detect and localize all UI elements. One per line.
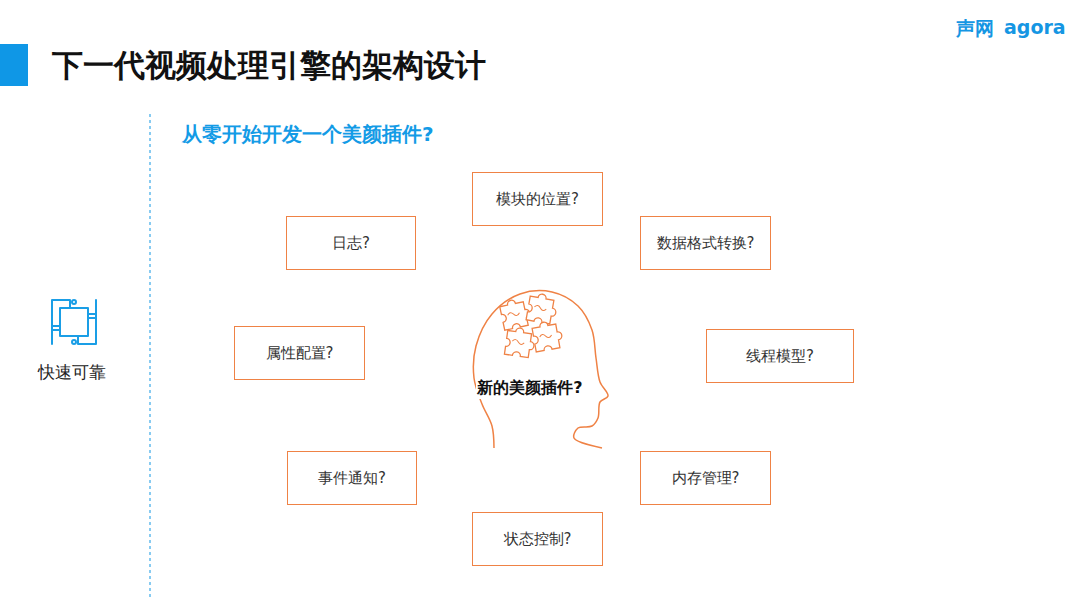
question-box: 数据格式转换?	[640, 216, 771, 270]
question-box: 事件通知?	[287, 451, 417, 505]
question-box: 内存管理?	[640, 451, 771, 505]
icon-caption: 快速可靠	[38, 361, 106, 384]
puzzle-pieces	[499, 292, 564, 358]
box-label: 日志?	[324, 234, 378, 253]
head-illustration: 新的美颜插件?	[462, 286, 612, 452]
logo-text: agora	[1004, 16, 1066, 38]
box-label: 模块的位置?	[488, 190, 587, 209]
box-label: 数据格式转换?	[649, 234, 763, 253]
question-box: 日志?	[286, 216, 416, 270]
subtitle: 从零开始开发一个美颜插件?	[182, 121, 434, 148]
question-box: 属性配置?	[234, 326, 365, 380]
slide-title: 下一代视频处理引擎的架构设计	[52, 44, 486, 86]
divider-line	[149, 114, 150, 600]
question-box: 状态控制?	[472, 512, 603, 566]
box-label: 内存管理?	[664, 469, 748, 488]
head-outline	[462, 286, 612, 452]
center-label: 新的美颜插件?	[476, 378, 583, 399]
hands-icon	[52, 300, 96, 344]
logo-text: 声网	[956, 16, 994, 42]
head-profile	[473, 291, 608, 448]
question-box: 模块的位置?	[472, 172, 603, 226]
box-label: 状态控制?	[496, 530, 580, 549]
box-label: 线程模型?	[738, 347, 822, 366]
box-label: 属性配置?	[258, 344, 342, 363]
box-label: 事件通知?	[310, 469, 394, 488]
question-box: 线程模型?	[706, 329, 854, 383]
title-bar	[0, 44, 28, 86]
